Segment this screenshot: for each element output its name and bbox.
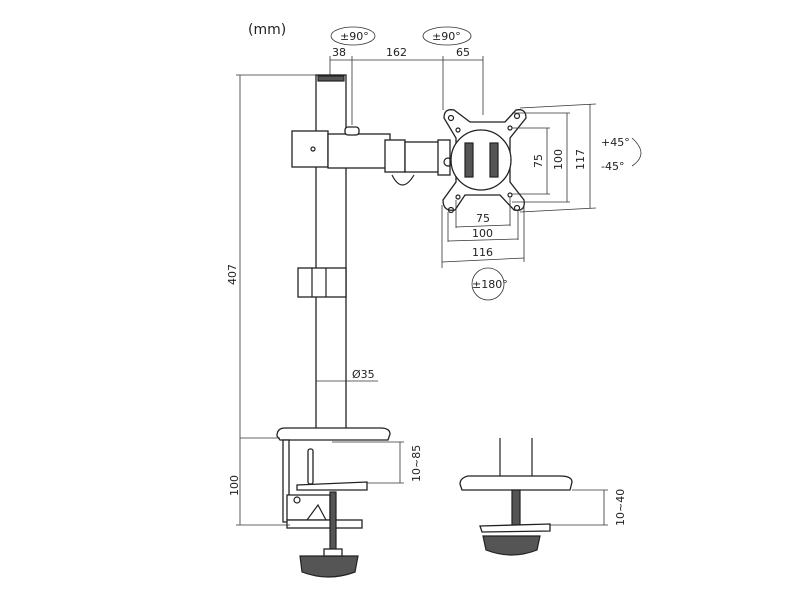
tilt-down-label: -45° [601, 160, 624, 173]
dim-162: 162 [386, 46, 407, 59]
grommet-mount: 10~40 [459, 438, 627, 556]
units-label: (mm) [248, 22, 286, 38]
arm-rotation-badge: ±90° [330, 26, 376, 46]
dim-65: 65 [456, 46, 470, 59]
dim-38: 38 [332, 46, 346, 59]
dim-vesa-h75: 75 [476, 212, 490, 225]
dim-10-85: 10~85 [410, 445, 423, 482]
pole-height-dimension: 407 [226, 74, 318, 525]
dim-vesa-v117: 117 [574, 149, 587, 170]
dim-407: 407 [226, 264, 239, 285]
tilt-indicator: +45° -45° [601, 136, 642, 173]
head-rotation-badge: ±90° [422, 26, 472, 46]
rotate-label: ±180° [472, 278, 508, 291]
arm-dimension-line: 38 162 65 [329, 46, 484, 125]
vesa-plate [442, 109, 527, 214]
dim-vesa-h100: 100 [472, 227, 493, 240]
head-rotation-label: ±90° [432, 30, 461, 43]
arm [291, 126, 453, 186]
tilt-up-label: +45° [601, 136, 630, 149]
vesa-horizontal-dimensions: 75 100 116 ±180° [441, 198, 525, 301]
dim-vesa-v75: 75 [532, 154, 545, 168]
arm-rotation-label: ±90° [340, 30, 369, 43]
pole: Ø35 [297, 74, 378, 436]
pole-diameter-label: Ø35 [352, 368, 375, 381]
dim-10-40: 10~40 [614, 489, 627, 526]
dim-vesa-h116: 116 [472, 246, 493, 259]
dim-clamp-100: 100 [228, 475, 241, 496]
desk-clamp: 100 10~85 [228, 427, 423, 578]
dim-vesa-v100: 100 [552, 149, 565, 170]
vesa-vertical-dimensions: 75 100 117 [512, 103, 597, 213]
